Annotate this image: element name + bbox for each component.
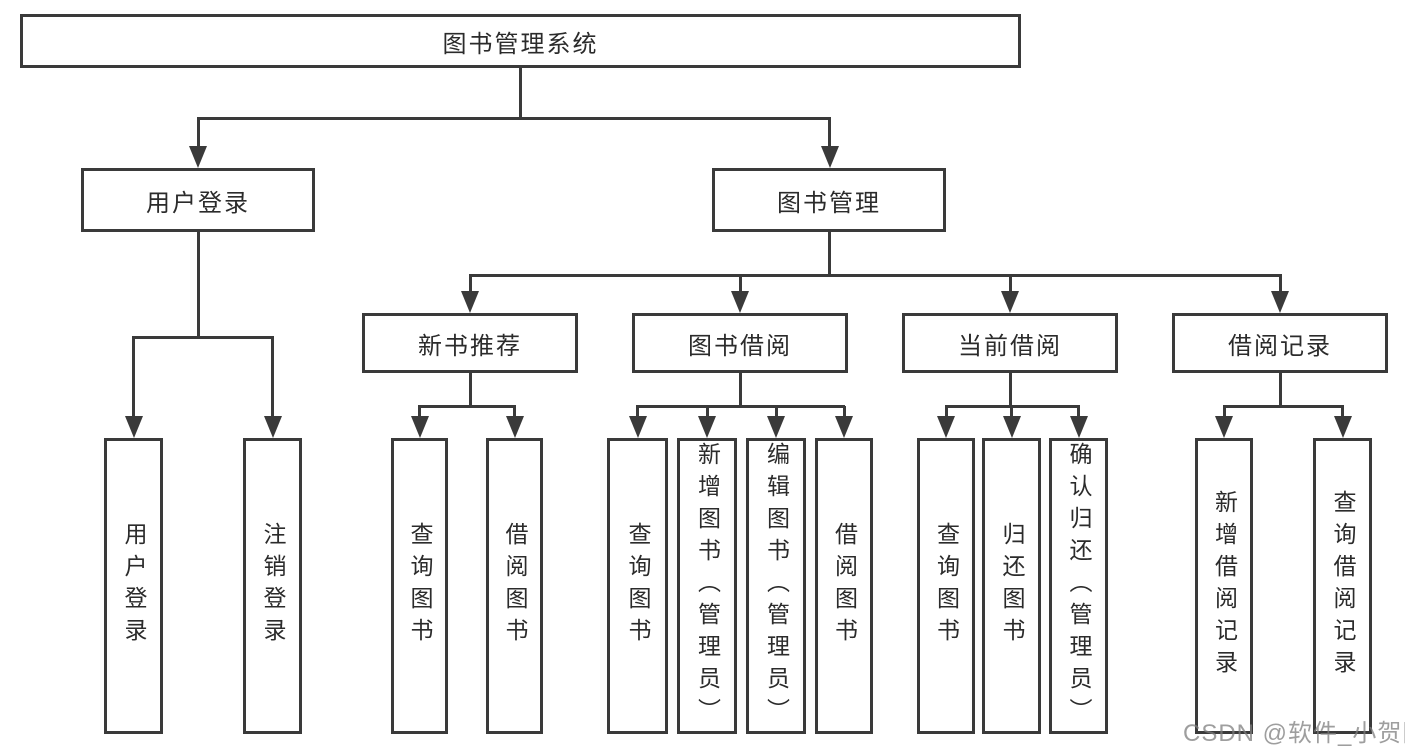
arrow-to-leaf-confirm-return (1070, 416, 1088, 438)
connector-user-branch-stem (197, 232, 200, 337)
leaf-borrow-book-2: 借阅图书 (815, 438, 873, 734)
arrow-to-leaf-edit-book (767, 416, 785, 438)
connector-leaf-logout-stub (271, 337, 274, 417)
connector-borrow-records-stem (1279, 373, 1282, 407)
leaf-user-login-label: 用户登录 (121, 522, 147, 650)
connector-book-mgmt-stub (828, 118, 831, 147)
connector-user-login-stub (197, 118, 200, 147)
arrow-to-leaf-user-login (125, 416, 143, 438)
arrow-to-leaf-return (1003, 416, 1021, 438)
node-root: 图书管理系统 (20, 14, 1021, 68)
connector-level2-rail (197, 117, 831, 120)
connector-leaf-user-login-stub (132, 337, 135, 417)
arrow-to-leaf-logout (264, 416, 282, 438)
connector-leaf-query3-stub (945, 406, 948, 417)
arrow-to-borrow-records (1271, 291, 1289, 313)
arrow-to-leaf-query3 (937, 416, 955, 438)
connector-book-borrow-rail (636, 405, 845, 408)
node-user-login-label: 用户登录 (146, 189, 250, 217)
connector-current-borrow-stem (1009, 373, 1012, 407)
leaf-query-book-3: 查询图书 (917, 438, 975, 734)
connector-recommend-stem (469, 373, 472, 407)
leaf-return-book: 归还图书 (982, 438, 1041, 734)
connector-leaf-borrow1-stub (513, 406, 516, 417)
leaf-logout-label: 注销登录 (260, 522, 286, 650)
node-root-label: 图书管理系统 (442, 30, 599, 58)
arrow-to-book-borrow (731, 291, 749, 313)
node-current-borrow: 当前借阅 (902, 313, 1118, 373)
arrow-to-current-borrow (1001, 291, 1019, 313)
connector-level3-rail (469, 274, 1282, 277)
connector-leaf-query2-stub (636, 406, 639, 417)
node-book-borrow: 图书借阅 (632, 313, 848, 373)
connector-borrow-records-rail (1223, 405, 1344, 408)
connector-mgmt-stem (828, 232, 831, 275)
leaf-edit-book-admin: 编辑图书（管理员） (746, 438, 806, 734)
leaf-query-book-1-label: 查询图书 (407, 522, 433, 650)
node-borrow-records-label: 借阅记录 (1228, 332, 1332, 360)
connector-leaf-query1-stub (418, 406, 421, 417)
leaf-query-borrow-record-label: 查询借阅记录 (1330, 490, 1356, 682)
node-book-management-label: 图书管理 (777, 189, 881, 217)
leaf-confirm-return-admin: 确认归还（管理员） (1049, 438, 1108, 734)
connector-leaf-add-record-stub (1223, 406, 1226, 417)
connector-book-borrow-stub (739, 275, 742, 292)
connector-book-borrow-stem (739, 373, 742, 407)
arrow-to-leaf-query2 (629, 416, 647, 438)
connector-recommend-stub (469, 275, 472, 292)
leaf-query-book-2-label: 查询图书 (625, 522, 651, 650)
arrow-to-leaf-add-book (698, 416, 716, 438)
node-user-login: 用户登录 (81, 168, 315, 232)
leaf-logout: 注销登录 (243, 438, 302, 734)
leaf-query-book-2: 查询图书 (607, 438, 668, 734)
connector-root-stem (519, 68, 522, 118)
leaf-borrow-book-1: 借阅图书 (486, 438, 543, 734)
arrow-to-leaf-add-record (1215, 416, 1233, 438)
leaf-confirm-return-admin-label: 确认归还（管理员） (1066, 442, 1092, 730)
node-current-borrow-label: 当前借阅 (958, 332, 1062, 360)
connector-leaf-borrow2-stub (843, 406, 846, 417)
connector-borrow-records-stub (1279, 275, 1282, 292)
leaf-query-book-1: 查询图书 (391, 438, 448, 734)
connector-user-branch-rail (132, 336, 274, 339)
leaf-add-borrow-record: 新增借阅记录 (1195, 438, 1253, 734)
connector-leaf-query-record-stub (1341, 406, 1344, 417)
leaf-borrow-book-2-label: 借阅图书 (831, 522, 858, 650)
connector-leaf-return-stub (1010, 406, 1013, 417)
leaf-borrow-book-1-label: 借阅图书 (502, 522, 528, 650)
node-new-book-recommend: 新书推荐 (362, 313, 578, 373)
node-borrow-records: 借阅记录 (1172, 313, 1388, 373)
leaf-user-login: 用户登录 (104, 438, 163, 734)
arrow-to-user-login (189, 146, 207, 168)
leaf-add-borrow-record-label: 新增借阅记录 (1211, 490, 1238, 682)
leaf-return-book-label: 归还图书 (999, 522, 1025, 650)
leaf-add-book-admin: 新增图书（管理员） (677, 438, 737, 734)
arrow-to-leaf-query1 (411, 416, 429, 438)
node-book-management: 图书管理 (712, 168, 946, 232)
connector-leaf-add-book-stub (706, 406, 709, 417)
connector-current-borrow-stub (1009, 275, 1012, 292)
arrow-to-recommend (461, 291, 479, 313)
connector-recommend-rail (418, 405, 516, 408)
arrow-to-book-mgmt (821, 146, 839, 168)
connector-leaf-confirm-return-stub (1077, 406, 1080, 417)
arrow-to-leaf-borrow2 (835, 416, 853, 438)
node-new-book-recommend-label: 新书推荐 (418, 332, 522, 360)
leaf-query-book-3-label: 查询图书 (933, 522, 960, 650)
node-book-borrow-label: 图书借阅 (688, 332, 792, 360)
leaf-add-book-admin-label: 新增图书（管理员） (694, 442, 721, 730)
connector-leaf-edit-book-stub (775, 406, 778, 417)
leaf-query-borrow-record: 查询借阅记录 (1313, 438, 1372, 734)
arrow-to-leaf-query-record (1334, 416, 1352, 438)
csdn-watermark: CSDN @软件_小贺同学 (1183, 720, 1405, 747)
leaf-edit-book-admin-label: 编辑图书（管理员） (763, 442, 790, 730)
arrow-to-leaf-borrow1 (506, 416, 524, 438)
